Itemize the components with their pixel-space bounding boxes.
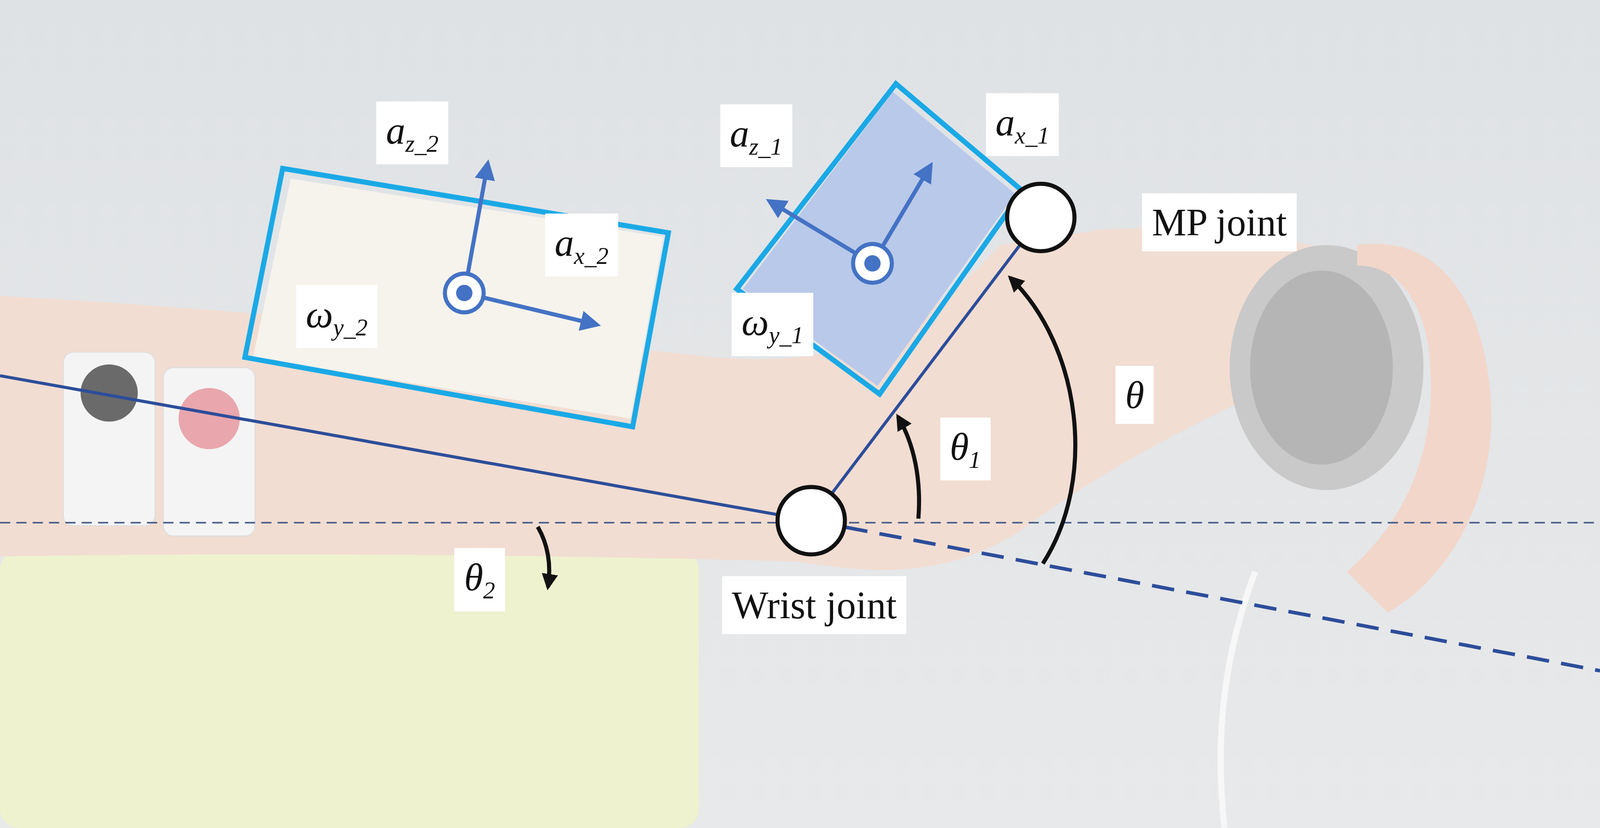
angle-arc [537,526,550,588]
forearm-extension [811,520,1600,671]
joint-label: Wrist joint [721,576,907,635]
symbol-label: θ2 [454,547,505,611]
symbol-label: ax_2 [545,213,619,277]
angle-arc [897,416,920,519]
axis-out-of-plane [852,244,892,283]
device [1229,245,1424,491]
angle-arc [1009,277,1076,564]
arm-rest [0,551,699,828]
axis-dot [864,255,881,272]
sensor-outline [245,168,669,427]
symbol-label: ax_1 [985,92,1060,156]
fingers [1346,243,1492,613]
symbol-label: ωy_2 [296,284,378,348]
axis-dot [456,284,473,302]
symbol-label: θ [1115,365,1154,424]
axis-out-of-plane [445,273,484,313]
joint-label: MP joint [1142,193,1297,252]
device-face [1250,270,1394,465]
arm-shape [0,228,1378,570]
electrode-pad [63,352,156,526]
symbol-label: az_2 [376,100,449,164]
forearm-axis [0,375,812,521]
cable [1220,571,1255,828]
symbol-label: θ1 [940,417,991,481]
symbol-label: ωy_1 [731,292,813,356]
electrode [178,388,241,450]
electrode-pad [163,367,256,536]
joint-circle [1007,183,1075,251]
sensor-body [253,178,664,419]
symbol-label: az_1 [720,104,793,168]
joint-circle [777,487,845,555]
